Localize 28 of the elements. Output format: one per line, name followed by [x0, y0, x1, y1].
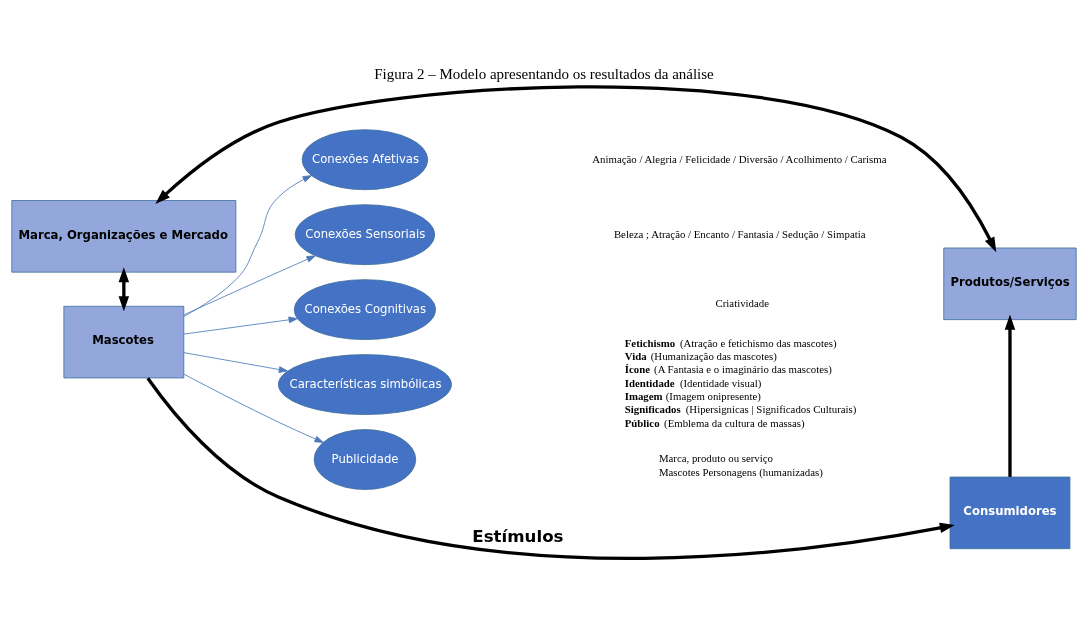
arrow	[183, 316, 298, 334]
arrow	[183, 254, 316, 315]
node-ellipse: Conexões Cognitivas	[293, 278, 437, 340]
arrow	[1004, 314, 1016, 477]
label: Significados (Hipersignicas | Significados Culturais)	[624, 402, 857, 415]
label: Marca, produto ou serviço	[658, 451, 774, 464]
node-box: Mascotes	[63, 305, 185, 378]
label: Criatividade	[715, 296, 769, 309]
label: Imagem (Imagem onipresente)	[624, 389, 761, 402]
label: Público (Emblema da cultura de massas)	[624, 416, 805, 429]
label: Mascotes Personagens (humanizadas)	[658, 465, 823, 478]
label: Animação / Alegria / Felicidade / Diversão / Acolhimento / Carisma	[592, 152, 887, 165]
diagram-title: Figura 2 – Modelo apresentando os resultados da análise	[374, 65, 714, 82]
arrow	[183, 373, 324, 443]
node-box: Produtos/Serviços	[943, 247, 1077, 320]
arrow	[155, 84, 997, 252]
node-box: Marca, Organizações e Mercado	[11, 199, 237, 273]
label: Fetichismo (Atração e fetichismo das mascotes)	[624, 336, 837, 349]
arrow	[118, 266, 130, 311]
label: Ícone (A Fantasia e o imaginário das mascotes)	[624, 362, 832, 375]
arrow	[183, 351, 288, 373]
arrow	[146, 376, 955, 560]
label: Beleza ; Atração / Encanto / Fantasia / Sedução / Simpatia	[613, 227, 866, 239]
node-box: Consumidores	[949, 476, 1071, 549]
edge-label: Estímulos	[472, 526, 564, 546]
label: Identidade (Identidade visual)	[624, 376, 762, 389]
label: Vida (Humanização das mascotes)	[624, 349, 777, 362]
arrow	[183, 174, 312, 317]
